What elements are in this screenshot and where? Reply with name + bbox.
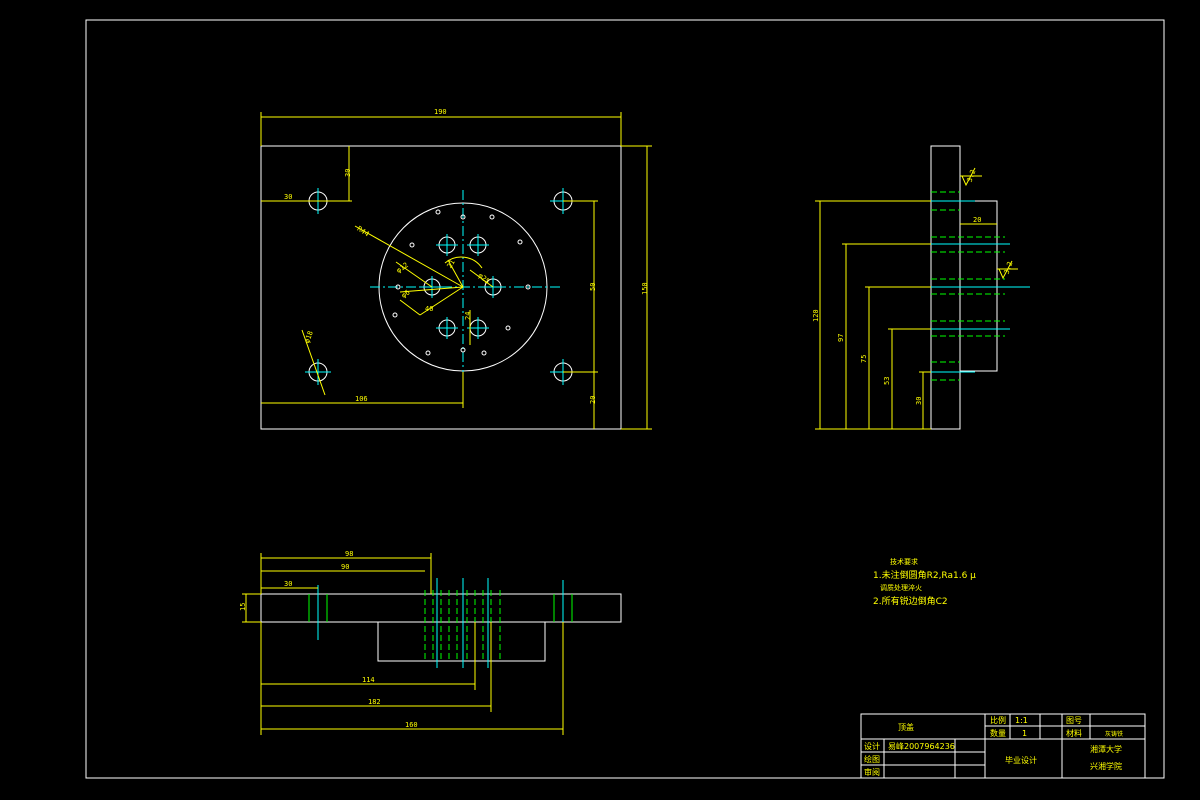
- notes-line2: 调质处理淬火: [880, 583, 922, 592]
- dim-182: 182: [368, 698, 381, 706]
- dim-98: 98: [345, 550, 353, 558]
- title-block: 顶盖 比例 1:1 数量 1 图号 材料 灰铸铁 设计 易峰2007964236…: [860, 713, 1146, 779]
- dim-114: 114: [362, 676, 375, 684]
- dim-40: 40: [425, 305, 433, 313]
- design-label: 设计: [864, 741, 880, 751]
- roughness-1: 3.2: [966, 169, 978, 184]
- check-label: 绘图: [864, 754, 880, 764]
- side-view: 120 97 75 53 30 20 3.2 3.2: [812, 145, 1030, 430]
- bottom-view: 98 90 30 15 114 182 160: [239, 550, 622, 735]
- approve-label: 审阅: [864, 767, 880, 777]
- notes-title: 技术要求: [890, 557, 918, 566]
- project-name: 毕业设计: [1005, 755, 1037, 765]
- dim-30-side: 30: [915, 397, 923, 405]
- dim-97: 97: [837, 334, 845, 342]
- designer: 易峰2007964236: [888, 741, 955, 751]
- dim-53: 53: [883, 377, 891, 385]
- material-label: 材料: [1066, 728, 1082, 738]
- dim-150: 150: [641, 282, 649, 295]
- college-name: 兴湘学院: [1090, 761, 1122, 771]
- dim-20-side: 20: [973, 216, 981, 224]
- dim-160: 160: [405, 721, 418, 729]
- dim-90: 90: [341, 563, 349, 571]
- dim-20: 20: [589, 396, 597, 404]
- dim-106: 106: [355, 395, 368, 403]
- roughness-2: 3.2: [1003, 261, 1015, 276]
- dim-phi18: φ18: [303, 330, 315, 345]
- dim-24: 24: [464, 312, 472, 320]
- technical-notes: 技术要求 1.未注倒圆角R2,Ra1.6 μ 调质处理淬火 2.所有锐边倒角C2: [873, 557, 976, 607]
- dim-50: 50: [589, 283, 597, 291]
- scale-value: 1:1: [1015, 716, 1028, 725]
- university-name: 湘潭大学: [1090, 744, 1122, 754]
- qty-value: 1: [1022, 729, 1027, 738]
- dim-30-bottom: 30: [284, 580, 292, 588]
- bottom-boss-outline: [377, 621, 546, 662]
- dim-30: 30: [284, 193, 292, 201]
- notes-line1: 1.未注倒圆角R2,Ra1.6 μ: [873, 569, 976, 581]
- dim-21: 21: [446, 258, 457, 269]
- dim-30-vertical: 30: [344, 169, 352, 177]
- notes-line3: 2.所有锐边倒角C2: [873, 595, 948, 607]
- part-name: 顶盖: [898, 722, 914, 732]
- dim-r44: R44: [356, 225, 371, 238]
- drawing-no-label: 图号: [1066, 716, 1082, 725]
- dim-15: 15: [239, 603, 247, 611]
- dim-phi6: φ6: [400, 288, 412, 299]
- scale-label: 比例: [990, 715, 1006, 725]
- front-view: 190 150 30 30 106 50 20 R44 φ12 φ6 40 21…: [260, 108, 652, 430]
- material-value: 灰铸铁: [1105, 730, 1123, 738]
- qty-label: 数量: [990, 728, 1006, 738]
- dim-190: 190: [434, 108, 447, 116]
- bolt-holes: [421, 234, 504, 339]
- dim-120: 120: [812, 309, 820, 322]
- dim-75: 75: [860, 355, 868, 363]
- front-plate-outline: [260, 145, 622, 430]
- drawing-frame: [85, 19, 1165, 779]
- side-boss-outline: [959, 200, 998, 372]
